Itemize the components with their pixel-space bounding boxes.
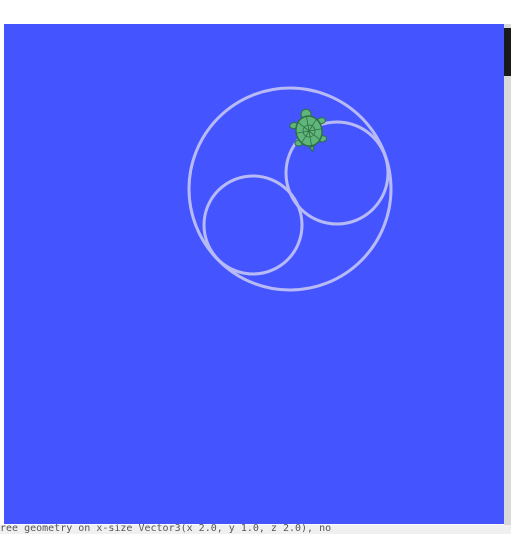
lower-left-circle (202, 174, 304, 276)
upper-right-circle (284, 120, 390, 226)
vertical-scrollbar[interactable] (504, 24, 511, 526)
outer-circle (187, 86, 393, 292)
drawing-canvas[interactable] (4, 24, 504, 524)
window-top-strip (0, 0, 511, 24)
status-text: ree geometry on x-size Vector3(x 2.0, y … (0, 524, 332, 533)
vertical-scrollbar-thumb[interactable] (504, 28, 511, 76)
turtle-icon (289, 108, 328, 154)
status-bar (0, 525, 511, 534)
